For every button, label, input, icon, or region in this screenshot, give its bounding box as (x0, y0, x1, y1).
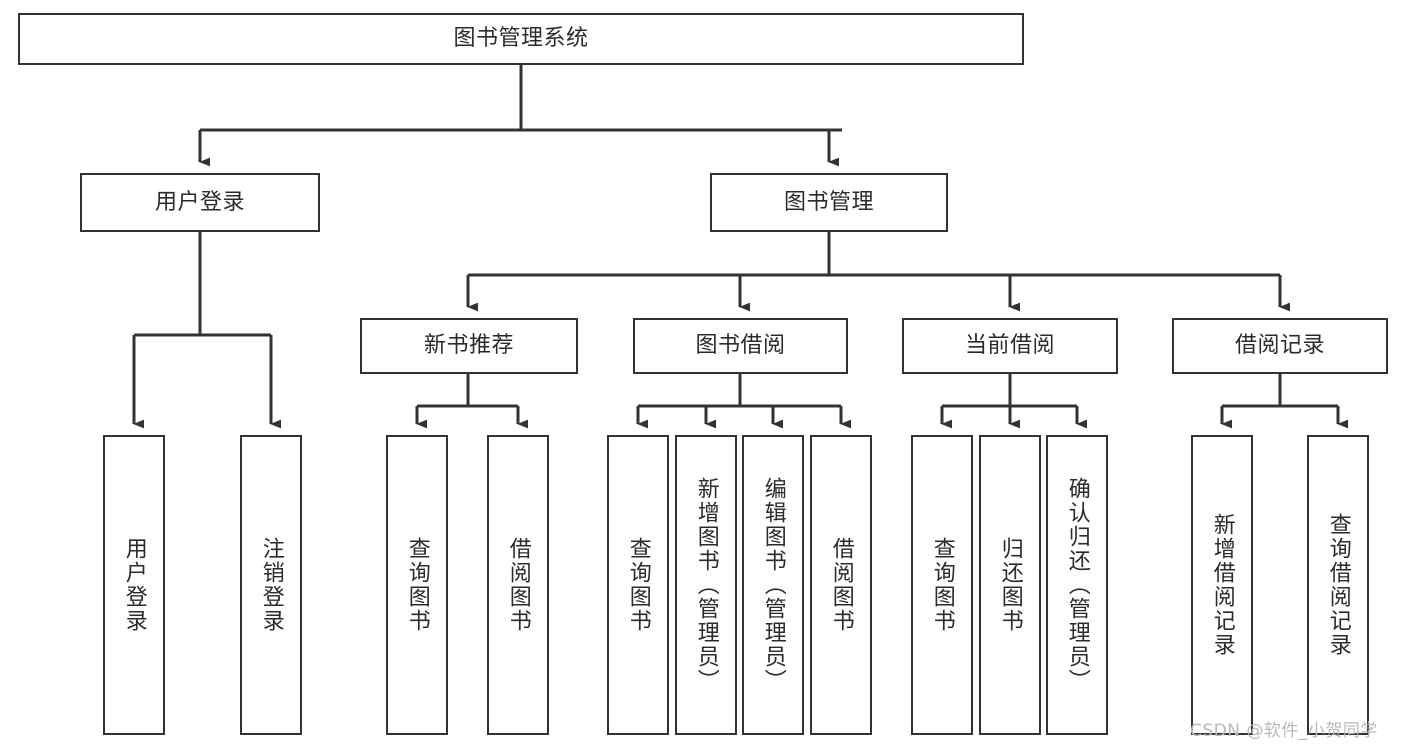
node-leaf-add-record-label: 新增借阅记录 (1209, 513, 1235, 657)
node-book-borrow-label: 图书借阅 (695, 333, 786, 359)
node-leaf-query-book-2-label: 查询图书 (625, 537, 651, 633)
node-leaf-borrow-book-1-label: 借阅图书 (505, 537, 531, 633)
node-leaf-user-logout[interactable]: 注销登录 (240, 435, 302, 735)
node-new-book-recommend[interactable]: 新书推荐 (360, 318, 578, 374)
node-leaf-query-book-1-label: 查询图书 (404, 537, 430, 633)
node-leaf-user-login[interactable]: 用户登录 (103, 435, 165, 735)
node-leaf-query-book-3[interactable]: 查询图书 (911, 435, 973, 735)
node-user-login-label: 用户登录 (154, 189, 245, 215)
csdn-watermark: CSDN @软件_小贺同学 (1190, 721, 1378, 741)
node-leaf-borrow-book-2[interactable]: 借阅图书 (810, 435, 872, 735)
node-root-label: 图书管理系统 (453, 26, 589, 52)
node-book-manage-label: 图书管理 (783, 189, 874, 215)
node-user-login[interactable]: 用户登录 (80, 173, 320, 232)
node-leaf-add-record[interactable]: 新增借阅记录 (1191, 435, 1253, 735)
node-leaf-add-book[interactable]: 新增图书（管理员） (675, 435, 737, 735)
node-root[interactable]: 图书管理系统 (18, 13, 1024, 65)
node-leaf-return-book-label: 归还图书 (997, 537, 1023, 633)
node-book-manage[interactable]: 图书管理 (710, 173, 948, 232)
node-leaf-query-book-1[interactable]: 查询图书 (386, 435, 448, 735)
node-leaf-add-book-label: 新增图书（管理员） (693, 477, 719, 693)
node-book-borrow[interactable]: 图书借阅 (633, 318, 848, 374)
node-leaf-borrow-book-1[interactable]: 借阅图书 (487, 435, 549, 735)
node-leaf-user-logout-label: 注销登录 (258, 537, 284, 633)
node-leaf-return-book[interactable]: 归还图书 (979, 435, 1041, 735)
node-leaf-edit-book-label: 编辑图书（管理员） (760, 477, 786, 693)
node-leaf-user-login-label: 用户登录 (121, 537, 147, 633)
node-borrow-record[interactable]: 借阅记录 (1172, 318, 1388, 374)
node-current-borrow[interactable]: 当前借阅 (902, 318, 1118, 374)
node-leaf-query-book-3-label: 查询图书 (929, 537, 955, 633)
node-current-borrow-label: 当前借阅 (964, 333, 1055, 359)
node-leaf-query-book-2[interactable]: 查询图书 (607, 435, 669, 735)
node-leaf-borrow-book-2-label: 借阅图书 (828, 537, 854, 633)
node-borrow-record-label: 借阅记录 (1234, 333, 1325, 359)
node-leaf-query-record-label: 查询借阅记录 (1325, 513, 1351, 657)
node-leaf-query-record[interactable]: 查询借阅记录 (1307, 435, 1369, 735)
node-leaf-edit-book[interactable]: 编辑图书（管理员） (742, 435, 804, 735)
node-leaf-confirm-return[interactable]: 确认归还（管理员） (1046, 435, 1108, 735)
node-leaf-confirm-return-label: 确认归还（管理员） (1064, 477, 1090, 693)
node-new-book-recommend-label: 新书推荐 (423, 333, 514, 359)
